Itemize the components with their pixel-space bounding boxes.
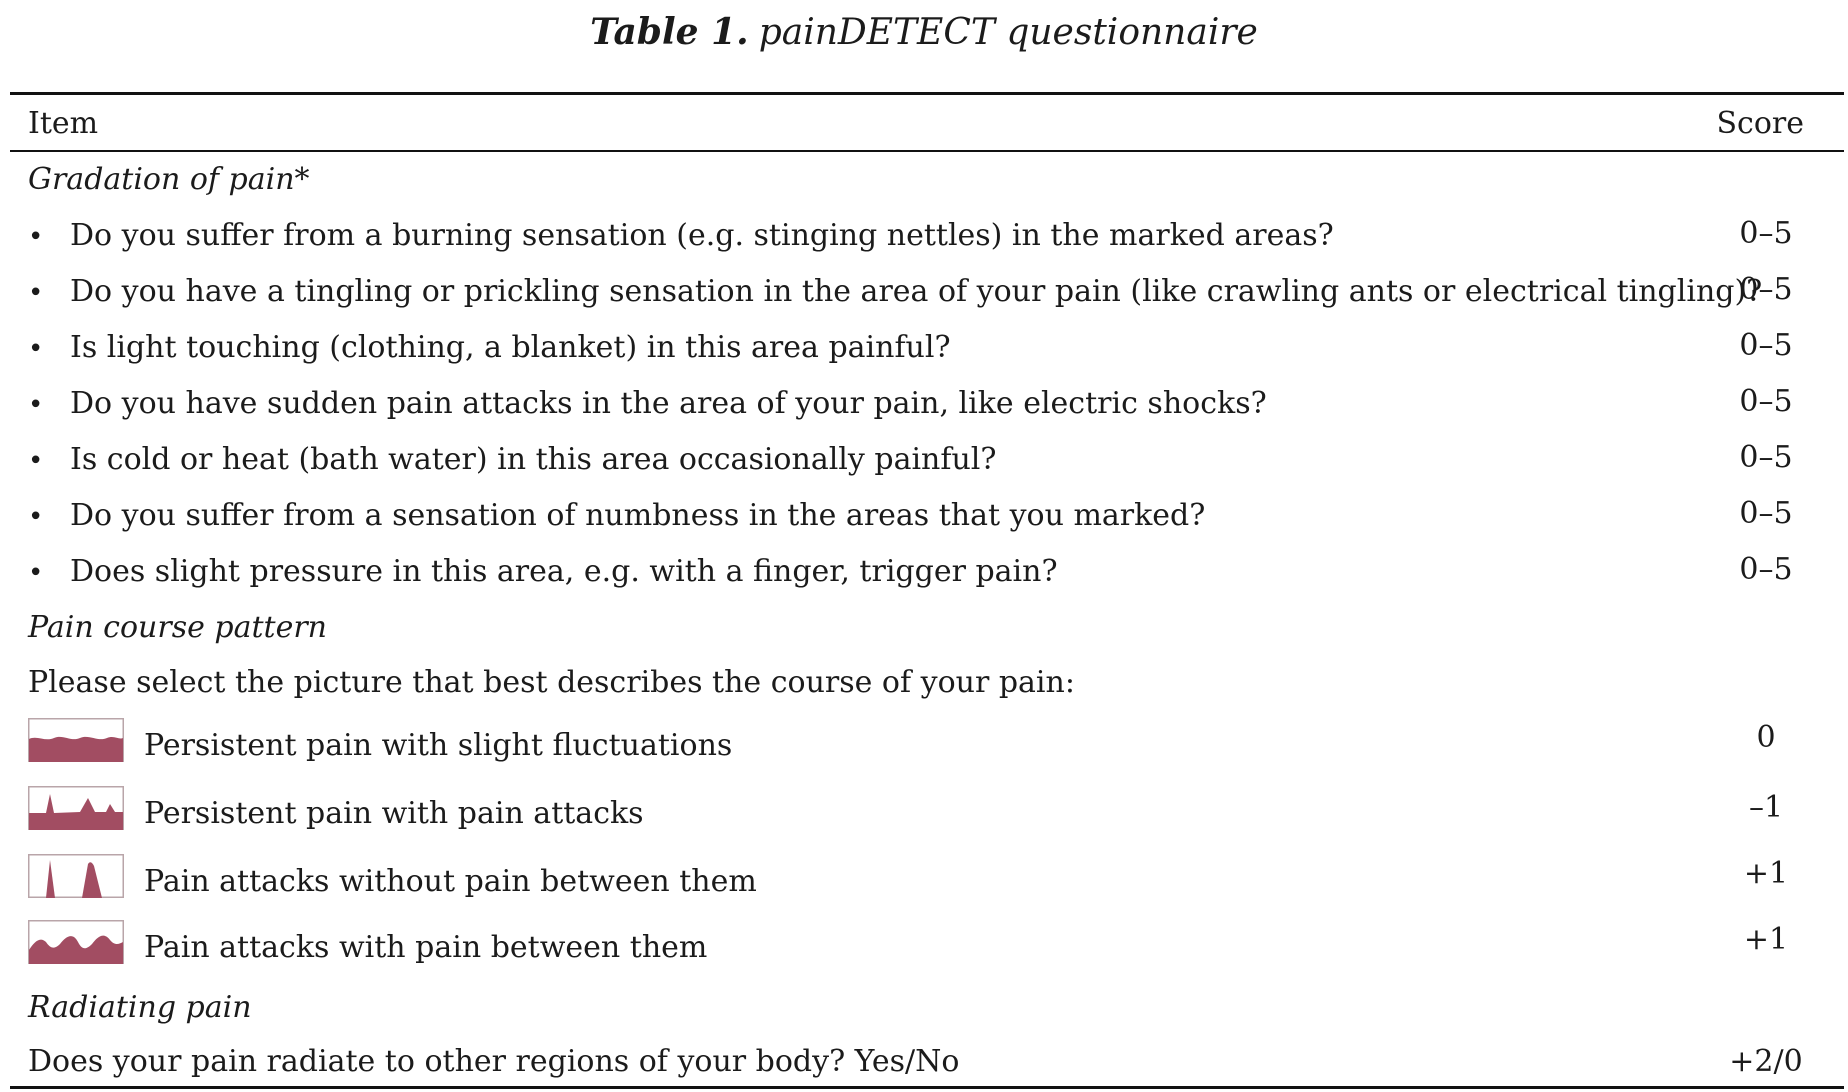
table-caption: Table 1.painDETECT questionnaire xyxy=(0,8,1848,57)
question-text: Is cold or heat (bath water) in this are… xyxy=(70,442,997,477)
question-score: 0–5 xyxy=(1739,328,1793,363)
persistent-fluctuation-icon xyxy=(28,718,124,762)
question-score: 0–5 xyxy=(1739,440,1793,475)
caption-title: painDETECT questionnaire xyxy=(758,12,1258,53)
table-bottom-rule xyxy=(10,1086,1844,1089)
course-prompt: Please select the picture that best desc… xyxy=(28,665,1075,700)
section-title-course: Pain course pattern xyxy=(28,610,328,645)
option-text: Pain attacks without pain between them xyxy=(144,864,757,899)
question-score: 0–5 xyxy=(1739,496,1793,531)
option-text: Persistent pain with pain attacks xyxy=(144,796,644,831)
column-header-score: Score xyxy=(1716,106,1804,141)
bullet-icon: • xyxy=(28,334,44,364)
question-text: Do you suffer from a burning sensation (… xyxy=(70,218,1334,253)
radiating-score: +2/0 xyxy=(1729,1044,1803,1079)
question-score: 0–5 xyxy=(1739,216,1793,251)
table-row: • Do you have sudden pain attacks in the … xyxy=(28,384,1267,425)
column-header-item: Item xyxy=(28,106,99,141)
caption-label: Table 1. xyxy=(590,11,749,53)
option-score: +1 xyxy=(1743,856,1789,891)
bullet-icon: • xyxy=(28,558,44,588)
table-top-rule xyxy=(10,92,1844,95)
bullet-icon: • xyxy=(28,278,44,308)
bullet-icon: • xyxy=(28,390,44,420)
bullet-icon: • xyxy=(28,446,44,476)
question-text: Is light touching (clothing, a blanket) … xyxy=(70,330,951,365)
option-text: Persistent pain with slight fluctuations xyxy=(144,728,733,763)
section-title-radiating: Radiating pain xyxy=(28,990,252,1025)
option-score: 0 xyxy=(1756,720,1776,755)
question-score: 0–5 xyxy=(1739,384,1793,419)
persistent-attacks-icon xyxy=(28,786,124,830)
table-row: • Is light touching (clothing, a blanket)… xyxy=(28,328,951,369)
table-row: • Do you suffer from a burning sensation … xyxy=(28,216,1334,257)
option-score: –1 xyxy=(1748,790,1784,825)
attacks-without-pain-icon xyxy=(28,854,124,898)
header-rule xyxy=(10,150,1844,152)
table-row: • Do you suffer from a sensation of numbn… xyxy=(28,496,1205,537)
option-text: Pain attacks with pain between them xyxy=(144,930,708,965)
radiating-question: Does your pain radiate to other regions … xyxy=(28,1044,960,1079)
table-row: • Do you have a tingling or prickling sen… xyxy=(28,272,1762,313)
question-text: Do you have sudden pain attacks in the a… xyxy=(70,386,1267,421)
question-text: Do you suffer from a sensation of numbne… xyxy=(70,498,1206,533)
section-title-gradation: Gradation of pain* xyxy=(28,162,310,197)
question-score: 0–5 xyxy=(1739,272,1793,307)
bullet-icon: • xyxy=(28,222,44,252)
option-score: +1 xyxy=(1743,922,1789,957)
question-score: 0–5 xyxy=(1739,552,1793,587)
question-text: Does slight pressure in this area, e.g. … xyxy=(70,554,1058,589)
table-row: • Does slight pressure in this area, e.g.… xyxy=(28,552,1058,593)
attacks-with-pain-icon xyxy=(28,920,124,964)
question-text: Do you have a tingling or prickling sens… xyxy=(70,274,1763,309)
bullet-icon: • xyxy=(28,502,44,532)
table-row: • Is cold or heat (bath water) in this ar… xyxy=(28,440,996,481)
